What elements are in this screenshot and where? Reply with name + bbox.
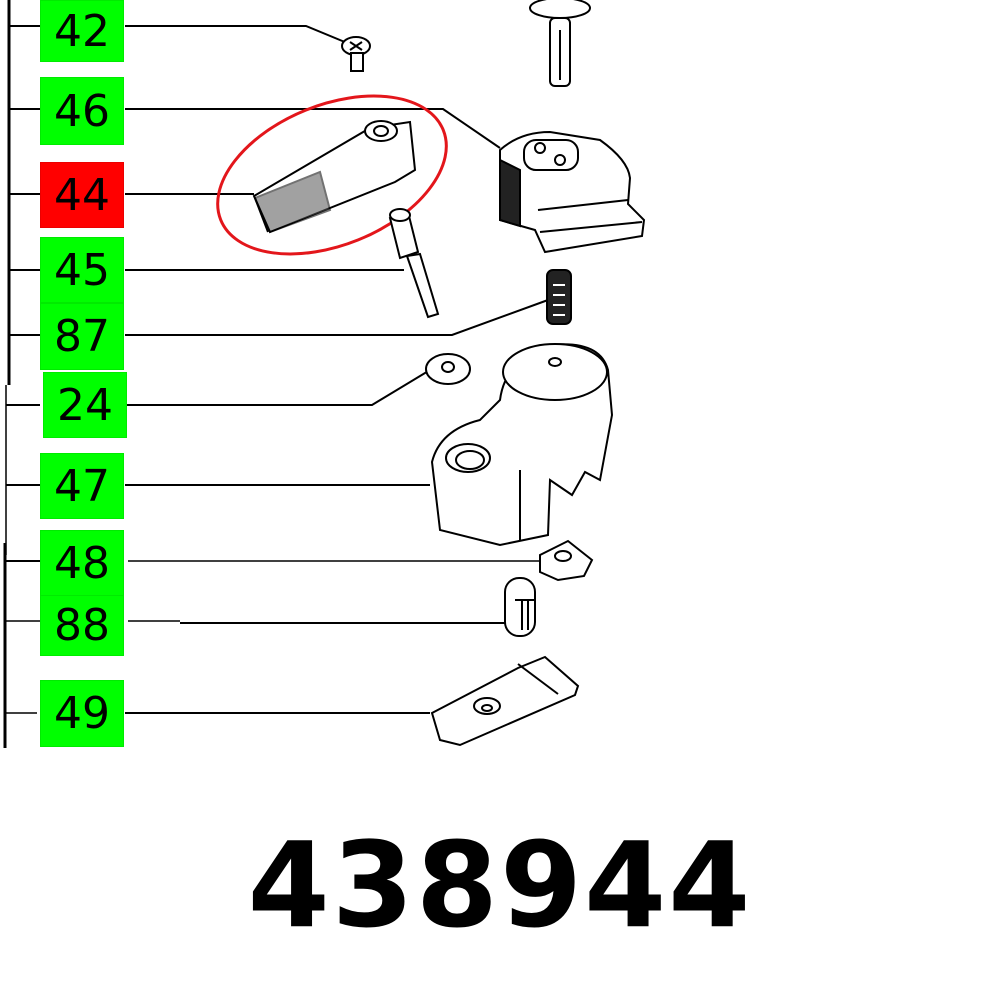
part-label-42[interactable]: 42	[40, 0, 124, 62]
part-45-pin	[388, 208, 440, 319]
bracket-lines	[3, 0, 40, 748]
part-49-plate	[430, 655, 580, 747]
part-label-49[interactable]: 49	[40, 680, 124, 747]
part-label-48[interactable]: 48	[40, 530, 124, 596]
part-label-24[interactable]: 24	[43, 372, 127, 438]
part-42-screw	[341, 36, 371, 72]
part-46-block	[499, 130, 646, 254]
top-screw	[529, 0, 591, 87]
part-87-spring	[546, 269, 572, 325]
part-label-45[interactable]: 45	[40, 237, 124, 303]
part-48-nut	[539, 539, 594, 582]
part-label-87[interactable]: 87	[40, 303, 124, 370]
part-88-clip	[504, 577, 536, 637]
part-label-88[interactable]: 88	[40, 595, 124, 656]
part-label-46[interactable]: 46	[40, 77, 124, 145]
part-label-47[interactable]: 47	[40, 453, 124, 519]
part-24-washer	[425, 353, 471, 385]
part-44-lever	[252, 120, 417, 234]
part-number-title: 438944	[247, 816, 753, 954]
highlight-ellipse	[216, 94, 448, 256]
leader-lines	[125, 25, 549, 714]
part-47-housing	[430, 343, 614, 547]
exploded-parts-diagram	[3, 0, 646, 748]
part-label-44-highlighted[interactable]: 44	[40, 162, 124, 228]
